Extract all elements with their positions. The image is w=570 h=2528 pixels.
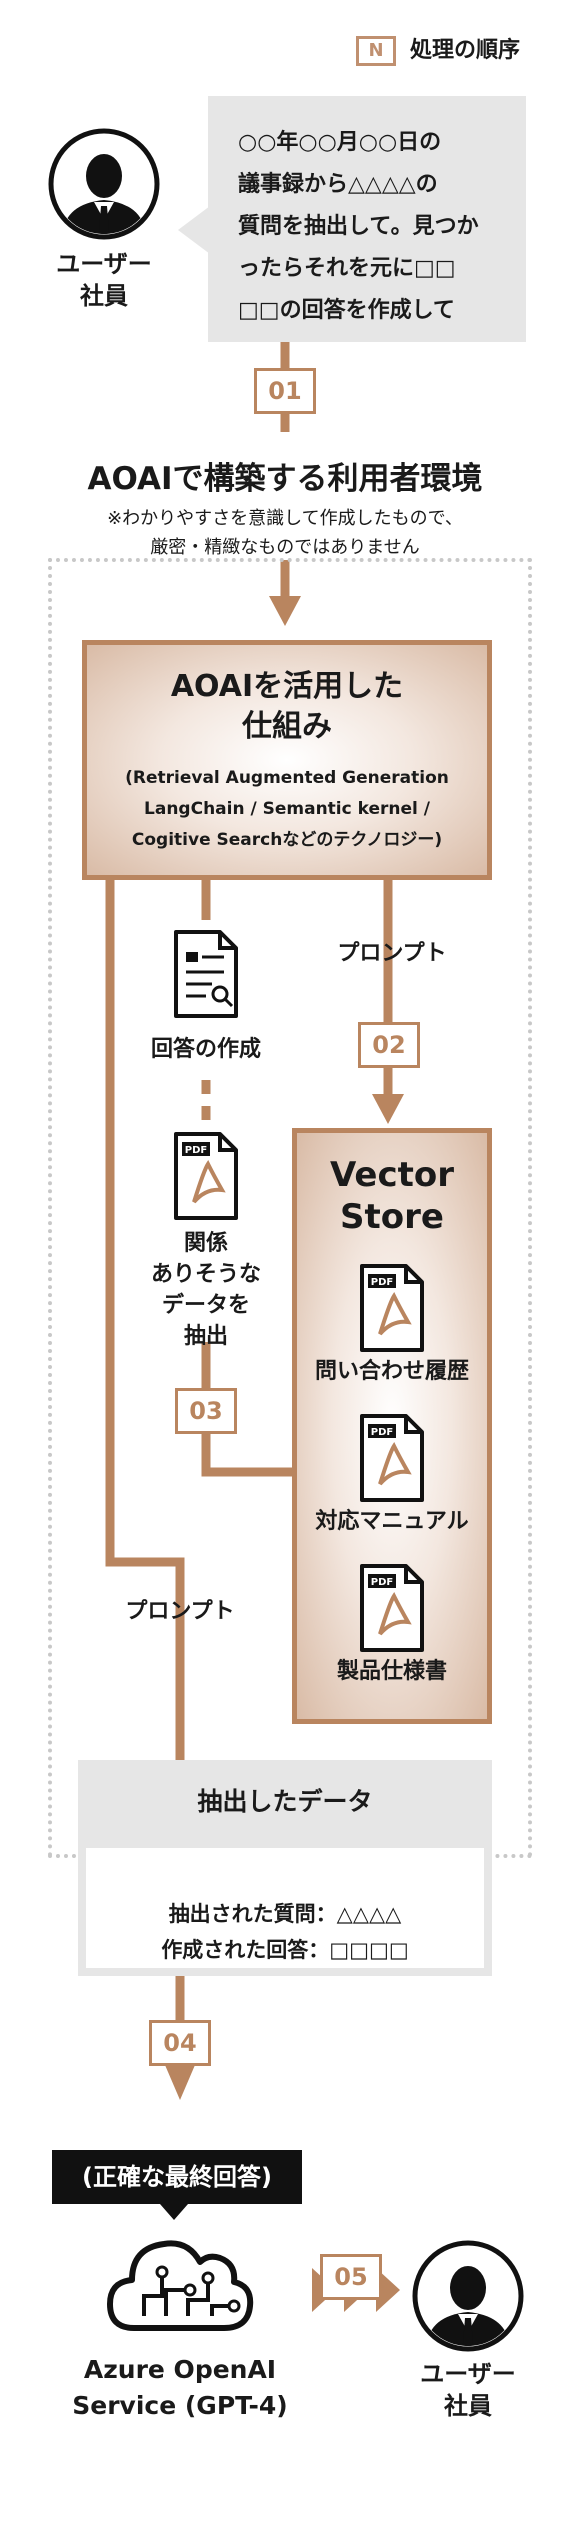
pdf-tag: PDF: [371, 1577, 393, 1588]
extracted-data-header: [78, 1760, 492, 1848]
aoai-subtitle: (Retrieval Augmented Generation LangChai…: [125, 768, 449, 850]
extracted-data-lines: 抽出された質問：△△△△ 作成された回答：□□□□: [161, 1902, 409, 1962]
user-avatar-icon: [412, 2240, 524, 2352]
pdf-icon: PDF: [360, 1564, 424, 1652]
aoai-title: AOAIを活用した 仕組み: [170, 669, 404, 744]
vector-doc-label: 問い合わせ履歴: [314, 1359, 469, 1384]
environment-title: AOAIで構築する利用者環境: [87, 461, 483, 497]
user-avatar-icon: [48, 128, 160, 240]
environment-note: ※わかりやすさを意識して作成したもので、 厳密・精緻なものではありません: [107, 508, 463, 558]
document-search-icon: [174, 930, 238, 1018]
azure-service-label: Azure OpenAI Service (GPT-4): [72, 2355, 288, 2420]
question-line: □□の回答を作成して: [238, 298, 455, 323]
pdf-icon: PDF: [360, 1414, 424, 1502]
user-label-bottom: ユーザー 社員: [420, 2360, 516, 2420]
vector-doc-label: 対応マニュアル: [315, 1509, 469, 1534]
legend-text: 処理の順序: [410, 38, 521, 63]
pdf-tag: PDF: [371, 1277, 393, 1288]
pdf-tag: PDF: [185, 1145, 207, 1156]
question-line: ったらそれを元に□□: [238, 256, 456, 281]
step-01: 01: [254, 368, 316, 414]
step-05: 05: [320, 2254, 382, 2300]
vector-store-title: Vector Store: [329, 1155, 455, 1237]
bubble-tail: [178, 206, 210, 254]
question-line: 質問を抽出して。見つか: [238, 214, 479, 239]
line-related-to-vector: [201, 1342, 292, 1477]
arrow-down-vector: [372, 1094, 404, 1124]
question-line: 議事録から△△△△の: [238, 172, 438, 197]
pdf-icon: PDF: [174, 1132, 238, 1220]
extracted-data-title: 抽出したデータ: [197, 1787, 373, 1816]
extracted-data-body: [78, 1848, 492, 1976]
final-badge-tail: [160, 2204, 188, 2220]
line-aoai-to-extract: [105, 880, 185, 1760]
question-bubble: ○○年○○月○○日の 議事録から△△△△の 質問を抽出して。見つか ったらそれを…: [208, 96, 526, 342]
prompt-label-right: プロンプト: [337, 941, 447, 966]
final-answer-badge: (正確な最終回答): [52, 2150, 302, 2204]
step-04: 04: [149, 2020, 211, 2066]
arrow-right-3: [376, 2268, 400, 2312]
aoai-mechanism-box: AOAIを活用した 仕組み (Retrieval Augmented Gener…: [82, 640, 492, 880]
arrow-down-final: [162, 2058, 198, 2100]
pdf-icon: PDF: [360, 1264, 424, 1352]
cloud-circuit-icon: [107, 2240, 254, 2331]
related-data-label: 関係 ありそうな データを 抽出: [150, 1231, 261, 1349]
step-02: 02: [358, 1022, 420, 1068]
user-label-top: ユーザー 社員: [56, 250, 152, 310]
step-03: 03: [175, 1388, 237, 1434]
pdf-tag: PDF: [371, 1427, 393, 1438]
arrow-down-aoai: [269, 596, 301, 626]
legend-badge: N: [356, 36, 396, 66]
vector-doc-label: 製品仕様書: [336, 1659, 447, 1684]
question-line: ○○年○○月○○日の: [238, 130, 442, 155]
prompt-label-left: プロンプト: [125, 1599, 235, 1624]
answer-creation-label: 回答の作成: [150, 1037, 261, 1062]
